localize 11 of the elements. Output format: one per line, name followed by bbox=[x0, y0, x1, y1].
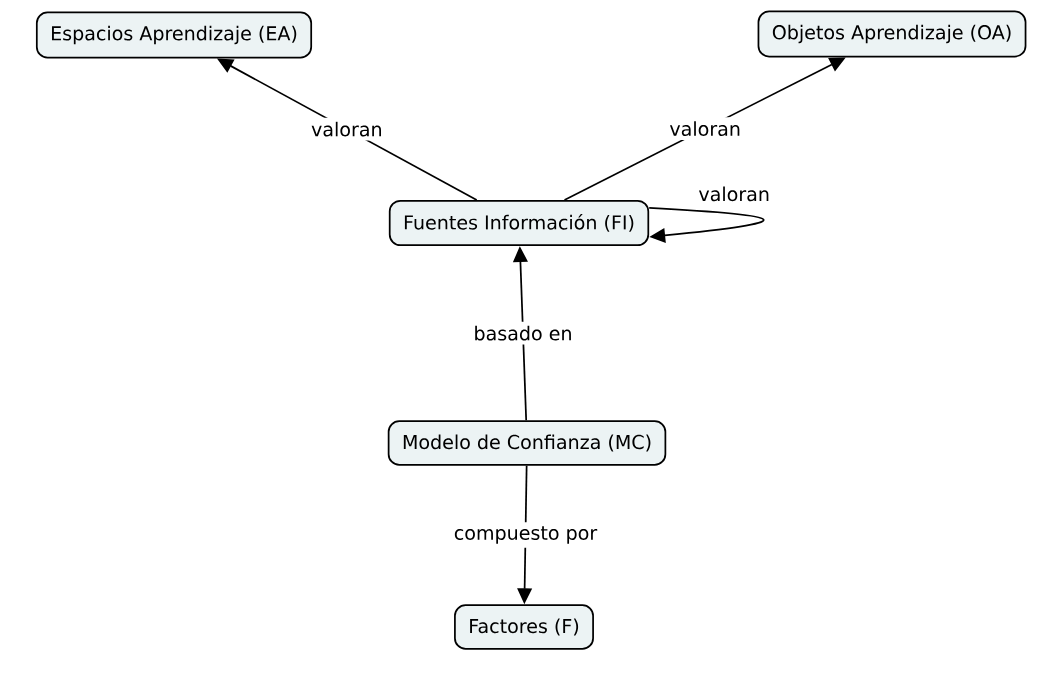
concept-box: Objetos Aprendizaje (OA) bbox=[757, 10, 1027, 58]
concept-box: Fuentes Información (FI) bbox=[388, 199, 650, 247]
edge-label: valoran bbox=[698, 186, 769, 202]
edge-label: valoran bbox=[307, 117, 387, 141]
edge-label: compuesto por bbox=[449, 522, 602, 548]
concept-box: Factores (F) bbox=[454, 604, 594, 650]
edge-label: valoran bbox=[665, 117, 745, 141]
concept-box: Espacios Aprendizaje (EA) bbox=[35, 11, 313, 59]
arrow bbox=[648, 207, 765, 243]
edge-label: basado en bbox=[469, 321, 577, 345]
concept-box: Modelo de Confianza (MC) bbox=[387, 420, 667, 466]
